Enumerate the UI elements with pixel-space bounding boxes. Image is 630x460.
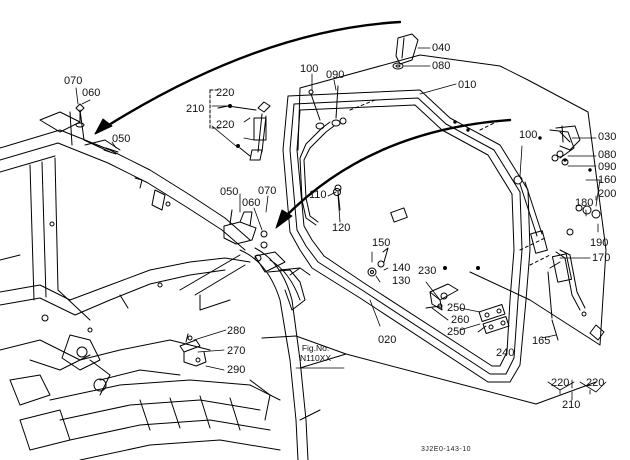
part-label-280: 280 [227, 325, 246, 337]
arrow-upper [104, 22, 400, 128]
part-label-250-b: 250 [447, 326, 466, 338]
part-label-160: 160 [598, 174, 617, 186]
gas-strut-right [514, 126, 604, 340]
part-label-210-bottom: 210 [562, 399, 581, 411]
drawing-code: 3J2E0-143-10 [421, 446, 471, 453]
part-label-060-mid: 060 [242, 197, 261, 209]
lock-assembly [426, 284, 509, 333]
bolt-group-130-150 [334, 189, 389, 277]
part-label-240: 240 [496, 347, 515, 359]
part-label-100-right: 100 [519, 129, 538, 141]
striker-assembly [180, 334, 206, 366]
leader-lines [76, 48, 606, 400]
part-label-120: 120 [332, 222, 351, 234]
part-label-070-mid: 070 [258, 185, 277, 197]
part-label-050-top: 050 [112, 133, 131, 145]
door-seal [283, 90, 530, 382]
part-label-130: 130 [392, 275, 411, 287]
gas-strut-top [210, 90, 270, 160]
arrow-lower-head [276, 210, 292, 228]
handle-rod [300, 86, 346, 225]
top-hinge-bracket [393, 34, 418, 69]
part-label-070-top: 070 [64, 75, 83, 87]
part-label-050-mid: 050 [220, 186, 239, 198]
part-label-010: 010 [458, 79, 477, 91]
part-label-150: 150 [372, 237, 391, 249]
part-label-220-bottom-a: 220 [551, 377, 570, 389]
part-label-090-right: 090 [598, 161, 617, 173]
top-left-bolts [76, 104, 118, 154]
mid-bracket [224, 210, 267, 261]
part-label-190: 190 [590, 237, 609, 249]
part-label-230: 230 [418, 265, 437, 277]
part-label-220-top-a: 220 [216, 87, 235, 99]
part-label-250-a: 250 [447, 302, 466, 314]
part-label-060-top: 060 [82, 87, 101, 99]
fig-ref-leader [262, 336, 346, 368]
fig-ref-leader-2 [346, 354, 596, 404]
part-label-100-left: 100 [300, 63, 319, 75]
cab-frame [0, 110, 320, 460]
part-label-180: 180 [575, 197, 594, 209]
part-label-110: 110 [309, 189, 327, 201]
part-label-200: 200 [598, 188, 617, 200]
part-label-140: 140 [392, 262, 411, 274]
part-label-220-top-b: 220 [216, 119, 235, 131]
figure-reference: Fig.No. N110XX [300, 343, 332, 364]
arrow-upper-head [95, 119, 112, 134]
part-label-220-bottom-b: 220 [586, 377, 605, 389]
part-label-080-right: 080 [598, 149, 617, 161]
part-label-020: 020 [378, 334, 397, 346]
part-label-030: 030 [598, 131, 617, 143]
arrow-lower [284, 120, 510, 218]
figure-reference-line1: Fig.No. [301, 343, 330, 353]
part-label-170: 170 [592, 252, 611, 264]
part-label-270: 270 [227, 345, 246, 357]
part-label-090-left: 090 [326, 69, 345, 81]
part-label-260: 260 [451, 314, 470, 326]
part-label-165: 165 [532, 335, 551, 347]
part-label-040: 040 [432, 42, 451, 54]
part-label-210-top: 210 [186, 103, 205, 115]
part-label-080: 080 [432, 60, 451, 72]
figure-reference-line2: N110XX [300, 352, 332, 363]
part-label-290: 290 [227, 364, 246, 376]
